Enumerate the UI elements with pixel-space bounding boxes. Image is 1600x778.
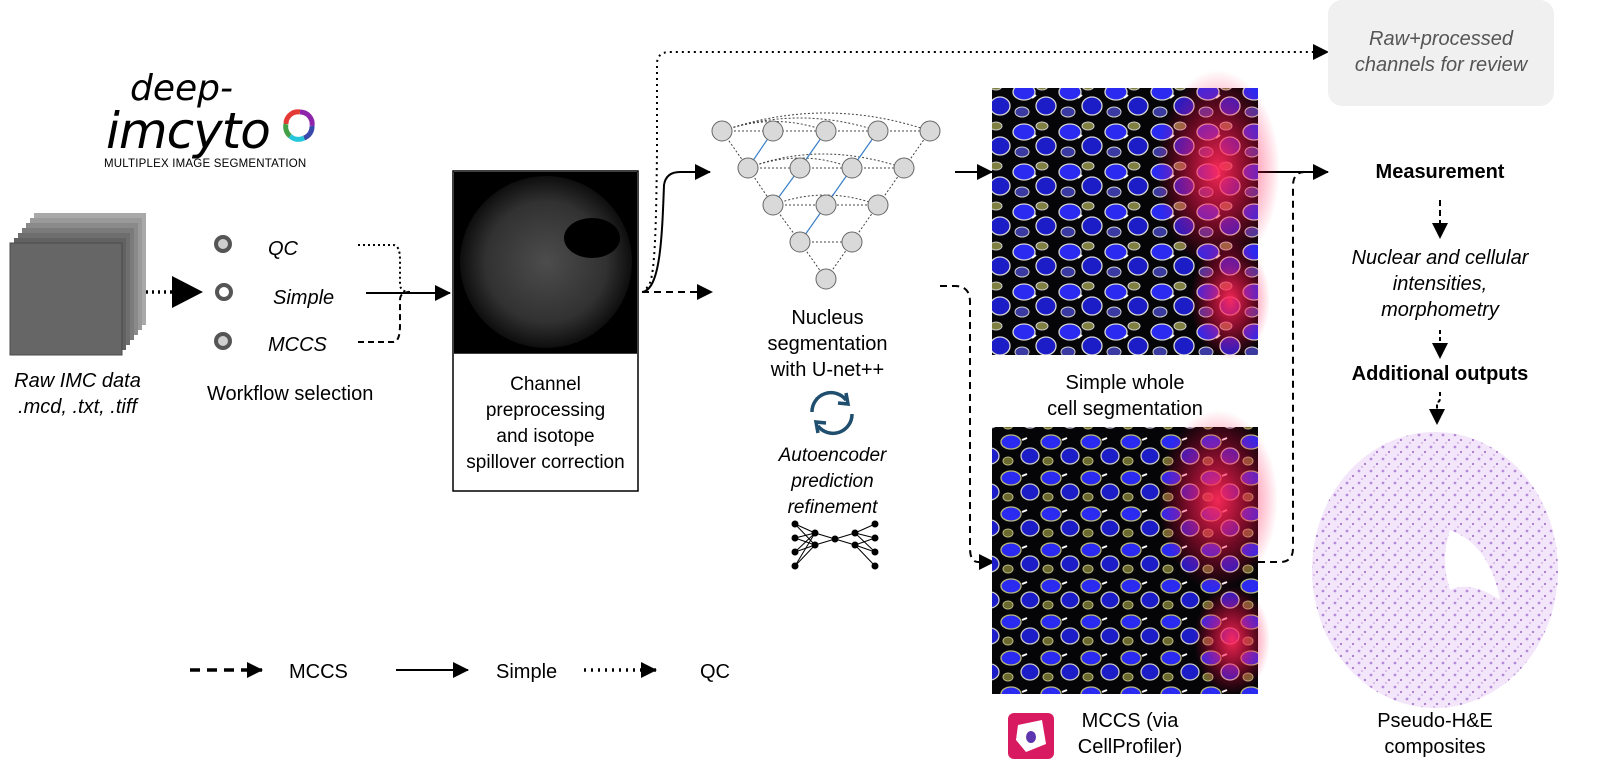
simple-radio[interactable] xyxy=(215,283,233,301)
mccs-connector xyxy=(358,291,411,343)
review-line2: channels for review xyxy=(1354,54,1528,76)
workflow-title: Workflow selection xyxy=(207,383,374,405)
nucleus-line3: with U-net++ xyxy=(770,359,885,381)
tissue-gap xyxy=(564,218,620,258)
mccs-seg-line1: MCCS (via xyxy=(1081,710,1179,732)
measurement-detail-line1: Nuclear and cellular xyxy=(1351,247,1529,269)
workflow-option-qc[interactable]: QC xyxy=(268,238,298,260)
tissue-core xyxy=(460,176,632,348)
logo-ring-icon xyxy=(283,109,315,142)
simple-segmentation-image xyxy=(992,70,1280,360)
nucleus-line1: Nucleus xyxy=(791,307,864,329)
mccs-radio[interactable] xyxy=(214,332,232,350)
measurement-detail-line3: morphometry xyxy=(1381,299,1499,321)
input-label: Raw IMC data .mcd, .txt, .tiff xyxy=(0,368,155,420)
legend-label-simple: Simple xyxy=(496,661,558,683)
input-label-line1: Raw IMC data xyxy=(14,370,141,392)
cellprofiler-icon xyxy=(1008,713,1054,759)
mccs-seg-line2: CellProfiler) xyxy=(1077,736,1183,758)
pseudo-he-caption: Pseudo-H&E composites xyxy=(1340,708,1530,760)
preprocessing-line3: and isotope xyxy=(496,426,595,447)
nucleus-line2: segmentation xyxy=(767,333,888,355)
refinement-line1: Autoencoder xyxy=(778,445,887,466)
stack-arrowhead xyxy=(172,276,203,308)
workflow-option-simple[interactable]: Simple xyxy=(273,287,335,309)
qc-connector xyxy=(358,244,411,293)
legend-label-mccs: MCCS xyxy=(289,661,348,683)
measurement-detail-line2: intensities, xyxy=(1392,273,1488,295)
logo-subtitle: MULTIPLEX IMAGE SEGMENTATION xyxy=(104,158,307,170)
logo-line2: imcyto xyxy=(106,102,271,160)
unet-to-mccs-arrow xyxy=(940,285,995,570)
review-line1: Raw+processed xyxy=(1369,28,1513,50)
legend-label-qc: QC xyxy=(700,661,730,683)
unet-plus-plus-diagram xyxy=(711,112,941,290)
pseudo-he-line1: Pseudo-H&E xyxy=(1377,710,1493,732)
measurement-details: Nuclear and cellular intensities, morpho… xyxy=(1320,245,1560,323)
pseudo-he-image xyxy=(1312,432,1558,708)
simple-seg-caption: Simple whole cell segmentation xyxy=(1000,370,1250,422)
qc-radio[interactable] xyxy=(214,235,232,253)
input-label-line2: .mcd, .txt, .tiff xyxy=(18,396,137,418)
preprocessing-line1: Channel xyxy=(510,374,581,395)
pseudo-he-line2: composites xyxy=(1384,736,1486,758)
image-stack-icon xyxy=(9,213,146,356)
nucleus-caption: Nucleus segmentation with U-net++ xyxy=(740,305,915,383)
additional-outputs: Additional outputs xyxy=(1351,363,1529,385)
workflow-option-mccs[interactable]: MCCS xyxy=(268,334,327,356)
refinement-line2: prediction xyxy=(791,471,874,492)
additional-down-arrow xyxy=(1429,392,1445,425)
refinement-caption: Autoencoder prediction refinement xyxy=(745,443,920,521)
preprocessing-caption: Channel preprocessing and isotope spillo… xyxy=(454,372,637,476)
measurement-title: Measurement xyxy=(1375,161,1505,183)
logo-line1: deep- xyxy=(130,68,233,109)
review-box: Raw+processed channels for review xyxy=(1328,0,1554,106)
simple-to-unet-arrow xyxy=(641,164,711,293)
mccs-segmentation-image xyxy=(992,410,1278,695)
simple-seg-line1: Simple whole xyxy=(1065,372,1185,394)
preprocessing-line2: preprocessing xyxy=(485,400,606,421)
refinement-line3: refinement xyxy=(787,497,878,518)
mccs-to-measurement-arrow xyxy=(1258,171,1306,563)
mccs-seg-caption: MCCS (via CellProfiler) xyxy=(1060,708,1200,760)
neural-network-icon xyxy=(791,520,879,570)
refresh-icon xyxy=(810,390,854,436)
preprocessing-line4: spillover correction xyxy=(466,452,625,473)
simple-seg-line2: cell segmentation xyxy=(1047,398,1203,420)
